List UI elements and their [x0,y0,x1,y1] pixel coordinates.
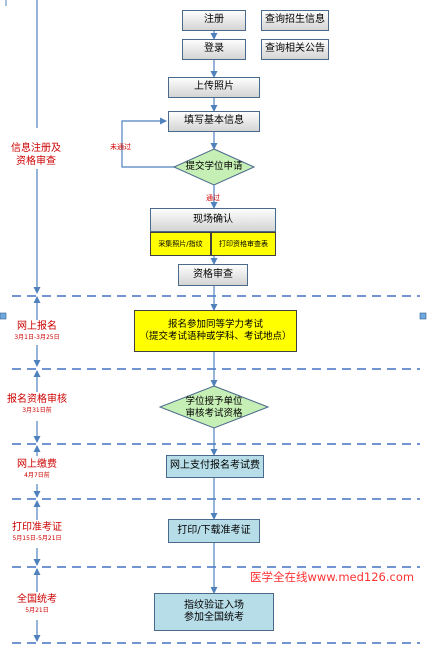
unit-review-line2: 审核考试资格 [185,408,243,419]
unit-review-diamond [158,385,270,429]
stage-title: 网上报名 [17,321,57,332]
submit-apply-text: 提交学位申请 [174,158,254,176]
stage-date: 5月21日 [25,606,49,614]
onsite-confirm-box: 现场确认 [150,208,276,232]
pay-fee-box: 网上支付报名考试费 [166,455,264,478]
stage-title: 报名资格审核 [7,394,67,405]
stage-signup-review: 报名资格审核 3月31日前 [0,393,74,415]
query-enroll-label: 查询招生信息 [265,14,325,26]
stage-title: 信息注册及 资格审查 [11,142,61,168]
unit-review-text: 学位授予单位 审核考试资格 [166,395,262,421]
stage-print-ticket: 打印准考证 5月15日-5月21日 [0,521,74,543]
exam-signup-box: 报名参加同等学力考试 （提交考试语种或学科、考试地点） [134,310,297,352]
exam-line2: 参加全国统考 [184,612,244,623]
register-box: 注册 [182,10,246,31]
stage-title: 打印准考证 [12,522,62,533]
stage-online-signup: 网上报名 3月1日-3月25日 [2,320,72,342]
submit-apply-diamond [172,148,256,186]
qual-review-label: 资格审查 [193,268,233,280]
exam-signup-line2: （提交考试语种或学科、考试地点） [139,331,292,342]
print-review-label: 打印资格审查表 [219,239,268,248]
print-review-box: 打印资格审查表 [211,232,276,256]
query-notice-box: 查询相关公告 [261,39,329,60]
register-label: 注册 [204,14,224,26]
exam-line1: 指纹验证入场 [184,599,244,611]
watermark-text: 医学全在线www.med126.com [250,570,415,584]
login-label: 登录 [204,43,224,55]
stage-separators [12,295,420,644]
stage-title: 全国统考 [17,594,57,605]
qual-review-box: 资格审查 [178,264,248,286]
stage-date: 3月31日前 [22,406,52,414]
stage-title: 网上缴费 [17,459,57,470]
stage-date: 5月15日-5月21日 [12,534,62,542]
exam-box: 指纹验证入场 参加全国统考 [154,593,274,631]
left-handle [0,312,7,320]
right-handle [419,312,427,320]
exam-signup-line1: 报名参加同等学力考试 [167,319,263,331]
collect-photo-box: 采集照片/指纹 [150,232,211,256]
print-ticket-label: 打印/下载准考证 [177,524,251,536]
upload-photo-box: 上传照片 [168,77,260,98]
upload-photo-label: 上传照片 [194,81,234,93]
query-enroll-box: 查询招生信息 [261,10,329,31]
query-notice-label: 查询相关公告 [265,43,325,55]
stage-date: 3月1日-3月25日 [14,333,60,341]
collect-photo-label: 采集照片/指纹 [158,239,203,248]
stage-date: 4月7日前 [24,471,50,479]
unit-review-line1: 学位授予单位 [185,395,243,407]
stage-online-pay: 网上缴费 4月7日前 [2,458,72,480]
stage-national-exam: 全国统考 5月21日 [2,593,72,615]
onsite-confirm-label: 现场确认 [193,213,233,225]
fill-info-label: 填写基本信息 [184,115,244,127]
fill-info-box: 填写基本信息 [168,111,260,132]
stage-info-register: 信息注册及 资格审查 [0,128,72,169]
passed-label: 通过 [206,194,220,202]
submit-apply-label: 提交学位申请 [185,160,243,172]
not-passed-label: 未通过 [110,143,131,151]
print-ticket-box: 打印/下载准考证 [168,519,260,543]
login-box: 登录 [182,39,246,60]
pay-fee-label: 网上支付报名考试费 [170,460,260,472]
